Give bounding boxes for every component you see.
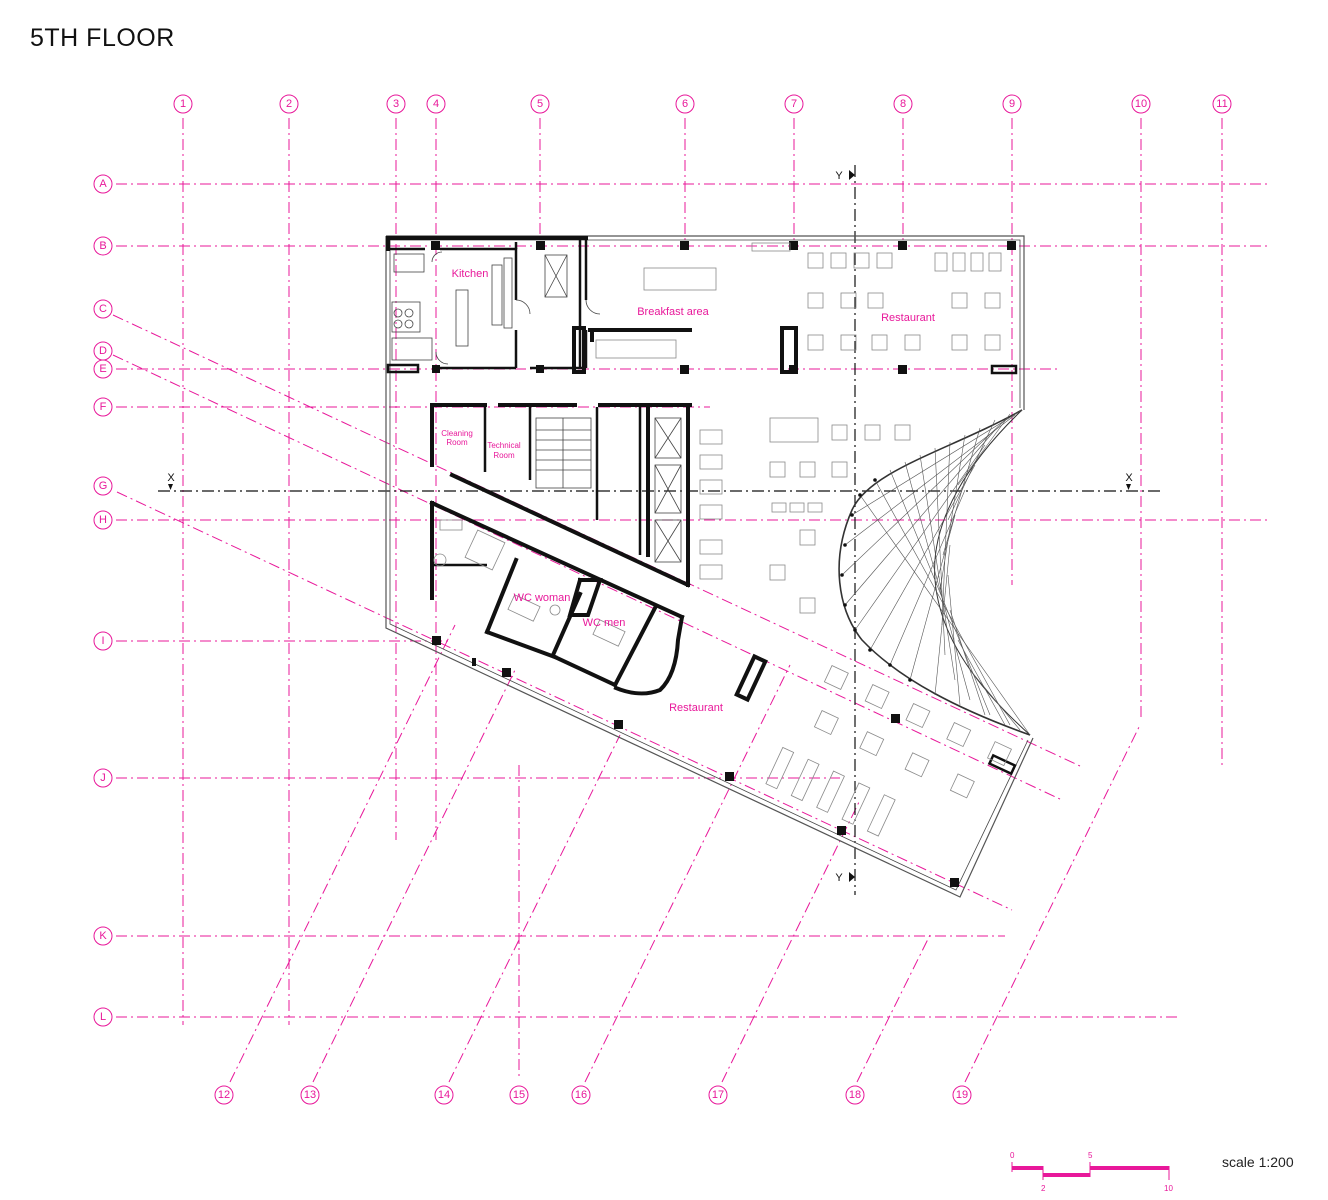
column-bubble-4: 4 <box>426 94 446 114</box>
svg-text:I: I <box>101 635 104 647</box>
page-title: 5TH FLOOR <box>30 24 175 52</box>
room-labels: Kitchen Breakfast area Restaurant Cleani… <box>441 268 935 714</box>
svg-text:9: 9 <box>1009 98 1015 110</box>
section-x-right-label: X <box>1125 472 1133 484</box>
svg-text:11: 11 <box>1216 98 1227 110</box>
svg-text:7: 7 <box>791 98 797 110</box>
grid-diagonals <box>229 624 1141 1083</box>
room-label-technical-1: Technical <box>487 441 521 450</box>
diagonal-bubble-13: 13 <box>300 1085 320 1105</box>
svg-text:6: 6 <box>682 98 688 110</box>
section-axes: Y Y X X <box>158 165 1160 895</box>
column-bubble-8: 8 <box>893 94 913 114</box>
room-label-cleaning-1: Cleaning <box>441 429 473 438</box>
column-bubble-5: 5 <box>530 94 550 114</box>
svg-text:F: F <box>100 401 107 413</box>
svg-text:15: 15 <box>513 1089 525 1101</box>
row-bubble-b: B <box>93 236 113 256</box>
scale-tick-5: 5 <box>1088 1151 1093 1160</box>
room-label-wc-woman: WC woman <box>514 592 571 604</box>
scale-bar: 0 2 5 10 <box>1010 1151 1173 1193</box>
diagonal-bubble-17: 17 <box>708 1085 728 1105</box>
room-label-cleaning-2: Room <box>446 438 468 447</box>
row-bubble-c: C <box>93 299 113 319</box>
column-bubble-6: 6 <box>675 94 695 114</box>
column-bubble-11: 11 <box>1212 94 1232 114</box>
column-bubble-9: 9 <box>1002 94 1022 114</box>
svg-text:8: 8 <box>900 98 906 110</box>
room-label-breakfast: Breakfast area <box>637 306 709 318</box>
row-bubble-h: H <box>93 510 113 530</box>
diagonal-bubble-19: 19 <box>952 1085 972 1105</box>
building-outline <box>385 235 1034 898</box>
row-bubbles: A B C D E F G H I J K L <box>93 174 113 1027</box>
svg-text:10: 10 <box>1135 98 1147 110</box>
section-y-top-label: Y <box>835 170 843 182</box>
diagonal-bubble-15: 15 <box>509 1085 529 1105</box>
svg-text:C: C <box>99 303 107 315</box>
svg-text:4: 4 <box>433 98 439 110</box>
furniture <box>433 242 1012 837</box>
svg-text:2: 2 <box>286 98 292 110</box>
svg-text:J: J <box>100 772 106 784</box>
row-bubble-a: A <box>93 174 113 194</box>
svg-text:D: D <box>99 345 107 357</box>
section-y-bottom-label: Y <box>835 872 843 884</box>
svg-text:18: 18 <box>849 1089 861 1101</box>
column-bubble-1: 1 <box>173 94 193 114</box>
diagonal-bubble-14: 14 <box>434 1085 454 1105</box>
svg-text:K: K <box>99 930 107 942</box>
row-bubble-j: J <box>93 768 113 788</box>
scale-tick-0: 0 <box>1010 1151 1015 1160</box>
svg-text:1: 1 <box>180 98 186 110</box>
diagonal-bubble-16: 16 <box>571 1085 591 1105</box>
scale-tick-2: 2 <box>1041 1184 1046 1193</box>
row-bubble-i: I <box>93 631 113 651</box>
svg-text:19: 19 <box>956 1089 968 1101</box>
svg-text:3: 3 <box>393 98 399 110</box>
diagonal-bubble-18: 18 <box>845 1085 865 1105</box>
svg-text:H: H <box>99 514 107 526</box>
scale-tick-10: 10 <box>1164 1184 1173 1193</box>
svg-text:G: G <box>99 480 108 492</box>
row-bubble-f: F <box>93 397 113 417</box>
columns <box>431 241 1016 887</box>
svg-text:L: L <box>100 1011 106 1023</box>
diagrid-shell <box>838 409 1031 736</box>
section-x-left-label: X <box>167 472 175 484</box>
column-bubble-7: 7 <box>784 94 804 114</box>
room-label-wc-men: WC men <box>583 617 626 629</box>
svg-text:12: 12 <box>218 1089 230 1101</box>
diagonal-bubble-12: 12 <box>214 1085 234 1105</box>
row-bubble-l: L <box>93 1007 113 1027</box>
row-bubble-e: E <box>93 359 113 379</box>
svg-text:5: 5 <box>537 98 543 110</box>
grid-columns <box>182 118 1223 1080</box>
room-label-restaurant-top: Restaurant <box>881 312 935 324</box>
svg-text:17: 17 <box>712 1089 724 1101</box>
row-bubble-k: K <box>93 926 113 946</box>
scale-label: scale 1:200 <box>1222 1154 1294 1170</box>
room-label-technical-2: Room <box>493 451 515 460</box>
column-bubble-10: 10 <box>1131 94 1151 114</box>
svg-text:B: B <box>99 240 106 252</box>
diagonal-bubbles: 12 13 14 15 16 17 18 19 <box>214 1085 972 1105</box>
svg-text:A: A <box>99 178 107 190</box>
room-label-restaurant-bottom: Restaurant <box>669 702 723 714</box>
kitchen-equipment <box>391 251 601 365</box>
row-bubble-d: D <box>93 341 113 361</box>
svg-text:14: 14 <box>438 1089 450 1101</box>
walls <box>386 236 1018 776</box>
row-bubble-g: G <box>93 476 113 496</box>
column-bubble-3: 3 <box>386 94 406 114</box>
column-bubbles: 1 2 3 4 5 6 7 8 9 10 11 <box>173 94 1232 114</box>
svg-text:13: 13 <box>304 1089 316 1101</box>
room-label-kitchen: Kitchen <box>452 268 489 280</box>
column-bubble-2: 2 <box>279 94 299 114</box>
svg-text:E: E <box>99 363 106 375</box>
svg-text:16: 16 <box>575 1089 587 1101</box>
stairs <box>535 254 682 563</box>
